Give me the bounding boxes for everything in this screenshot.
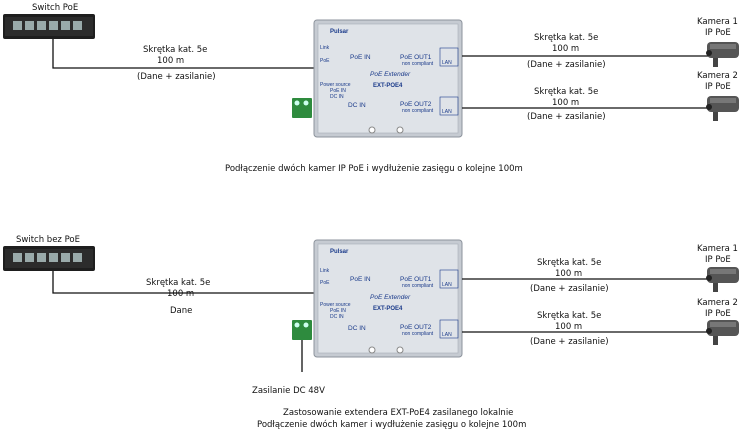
extender-device-2: Pulsar Link PoE PoE IN Power source PoE … bbox=[292, 239, 463, 358]
camera-1-icon bbox=[706, 42, 739, 67]
caption-2b: Podłączenie dwóch kamer i wydłużenie zas… bbox=[257, 419, 526, 430]
cable-out2-label-1: Skrętka kat. 5e bbox=[534, 87, 598, 97]
cable-in-label-3: (Dane + zasilanie) bbox=[137, 72, 216, 82]
device2-product-line: PoE Extender bbox=[370, 294, 411, 301]
port2-out1-compliant: non compliant bbox=[402, 283, 434, 289]
switch-no-poe-icon bbox=[3, 246, 95, 271]
cable-out2-label-3: (Dane + zasilanie) bbox=[527, 112, 606, 122]
port-out2-lan: LAN bbox=[442, 109, 452, 115]
terminal-block-1 bbox=[292, 98, 312, 118]
cable-out2-label-2: 100 m bbox=[552, 98, 579, 108]
power2-source-dc: DC IN bbox=[330, 314, 344, 320]
camera2-2-label-2: IP PoE bbox=[705, 309, 731, 319]
cable2-in-label-1: Skrętka kat. 5e bbox=[146, 278, 210, 288]
cable-out1-label-2: 100 m bbox=[552, 44, 579, 54]
cable2-in-label-2: 100 m bbox=[167, 289, 194, 299]
switch-poe-icon bbox=[3, 14, 95, 39]
port-out1-compliant: non compliant bbox=[402, 61, 434, 67]
device-brand: Pulsar bbox=[330, 29, 349, 35]
led-poe: PoE bbox=[320, 58, 330, 64]
cable-out1-label-3: (Dane + zasilanie) bbox=[527, 60, 606, 70]
port-out1: PoE OUT1 bbox=[400, 54, 432, 61]
port-out2: PoE OUT2 bbox=[400, 101, 432, 108]
cable-in-label-2: 100 m bbox=[157, 56, 184, 66]
camera2-2-label-1: Kamera 2 bbox=[697, 298, 738, 308]
device-product-line: PoE Extender bbox=[370, 71, 411, 78]
cable2-out2-label-1: Skrętka kat. 5e bbox=[537, 311, 601, 321]
cable2-out1-label-3: (Dane + zasilanie) bbox=[530, 284, 609, 294]
camera-4-icon bbox=[706, 320, 739, 345]
port2-out1: PoE OUT1 bbox=[400, 276, 432, 283]
diagram-1: Switch PoE Skrętka kat. 5e 100 m (Dane +… bbox=[3, 3, 739, 174]
caption-2a: Zastosowanie extendera EXT-PoE4 zasilane… bbox=[283, 408, 513, 418]
extender-device-1: Pulsar Link PoE PoE IN Power source PoE … bbox=[292, 19, 463, 138]
power-source-label: Power source bbox=[320, 82, 351, 88]
cable-in-line bbox=[52, 39, 330, 69]
power-source-dc: DC IN bbox=[330, 94, 344, 100]
camera1-label-2: IP PoE bbox=[705, 28, 731, 38]
led-link: Link bbox=[320, 45, 330, 51]
power-label: Zasilanie DC 48V bbox=[252, 386, 325, 396]
device2-brand: Pulsar bbox=[330, 249, 349, 255]
camera-3-icon bbox=[706, 267, 739, 292]
port2-out2: PoE OUT2 bbox=[400, 324, 432, 331]
cable2-out1-label-1: Skrętka kat. 5e bbox=[537, 258, 601, 268]
port2-out1-lan: LAN bbox=[442, 282, 452, 288]
caption-1: Podłączenie dwóch kamer IP PoE i wydłuże… bbox=[225, 163, 523, 174]
terminal-block-2 bbox=[292, 320, 312, 340]
led2-poe: PoE bbox=[320, 280, 330, 286]
camera-2-icon bbox=[706, 96, 739, 121]
cable2-in-line bbox=[52, 271, 330, 294]
port2-out2-compliant: non compliant bbox=[402, 331, 434, 337]
diagram-2: Switch bez PoE Skrętka kat. 5e 100 m Dan… bbox=[3, 235, 739, 430]
port2-poe-in: PoE IN bbox=[350, 276, 371, 283]
cable2-out1-label-2: 100 m bbox=[555, 269, 582, 279]
camera2-label-2: IP PoE bbox=[705, 82, 731, 92]
cable2-in-label-3: Dane bbox=[170, 306, 192, 316]
port-poe-in: PoE IN bbox=[350, 54, 371, 61]
camera2-label-1: Kamera 2 bbox=[697, 71, 738, 81]
port-dc-in: DC IN bbox=[348, 102, 366, 109]
power2-source-poe: PoE IN bbox=[330, 308, 346, 314]
cable2-out2-label-3: (Dane + zasilanie) bbox=[530, 337, 609, 347]
cable-in-label-1: Skrętka kat. 5e bbox=[143, 45, 207, 55]
led2-link: Link bbox=[320, 268, 330, 274]
power2-source-label: Power source bbox=[320, 302, 351, 308]
port-out2-compliant: non compliant bbox=[402, 108, 434, 114]
device2-model: EXT-POE4 bbox=[373, 306, 403, 312]
camera1-label-1: Kamera 1 bbox=[697, 17, 738, 27]
cable-out1-label-1: Skrętka kat. 5e bbox=[534, 33, 598, 43]
switch2-label: Switch bez PoE bbox=[16, 235, 80, 245]
camera2-1-label-2: IP PoE bbox=[705, 255, 731, 265]
port2-dc-in: DC IN bbox=[348, 325, 366, 332]
switch-label: Switch PoE bbox=[32, 3, 78, 13]
camera2-1-label-1: Kamera 1 bbox=[697, 244, 738, 254]
device-model: EXT-POE4 bbox=[373, 83, 403, 89]
power-source-poe: PoE IN bbox=[330, 88, 346, 94]
cable2-out2-label-2: 100 m bbox=[555, 322, 582, 332]
port-out1-lan: LAN bbox=[442, 60, 452, 66]
port2-out2-lan: LAN bbox=[442, 332, 452, 338]
